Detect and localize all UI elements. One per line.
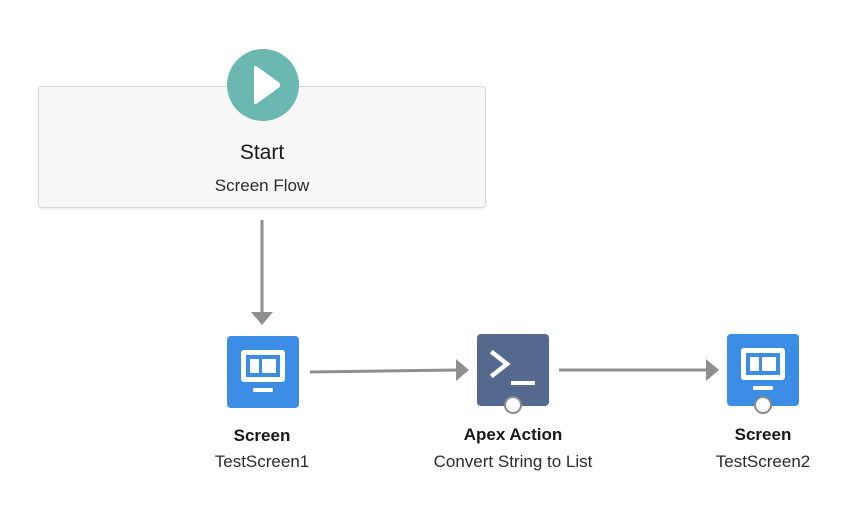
screen-icon <box>741 348 785 390</box>
node-name-label: TestScreen1 <box>214 452 310 471</box>
node-type-label: Apex Action <box>463 425 563 444</box>
node-type-label: Screen <box>233 426 291 445</box>
node-name-label: Convert String to List <box>433 452 593 471</box>
screen-node-testscreen2[interactable] <box>727 334 799 406</box>
node-type-label: Screen <box>734 425 792 444</box>
screen-node-testscreen1[interactable] <box>227 336 299 408</box>
node-name-label: TestScreen2 <box>715 452 811 471</box>
connector-apex-to-screen2[interactable] <box>559 359 719 381</box>
connector-start-to-screen1[interactable] <box>251 220 273 325</box>
start-element-card[interactable]: Start Screen Flow <box>38 86 486 208</box>
apex-terminal-icon <box>489 349 535 385</box>
play-icon <box>254 66 281 104</box>
connector-screen1-to-apex[interactable] <box>309 359 469 381</box>
apex-action-node-convert-string-to-list[interactable] <box>477 334 549 406</box>
start-badge[interactable] <box>227 49 299 121</box>
screen-connector-dot[interactable] <box>754 396 772 414</box>
screen-icon <box>241 350 285 392</box>
start-title: Start <box>239 141 285 164</box>
apex-action-connector-dot[interactable] <box>504 396 522 414</box>
start-subtitle: Screen Flow <box>214 176 310 195</box>
